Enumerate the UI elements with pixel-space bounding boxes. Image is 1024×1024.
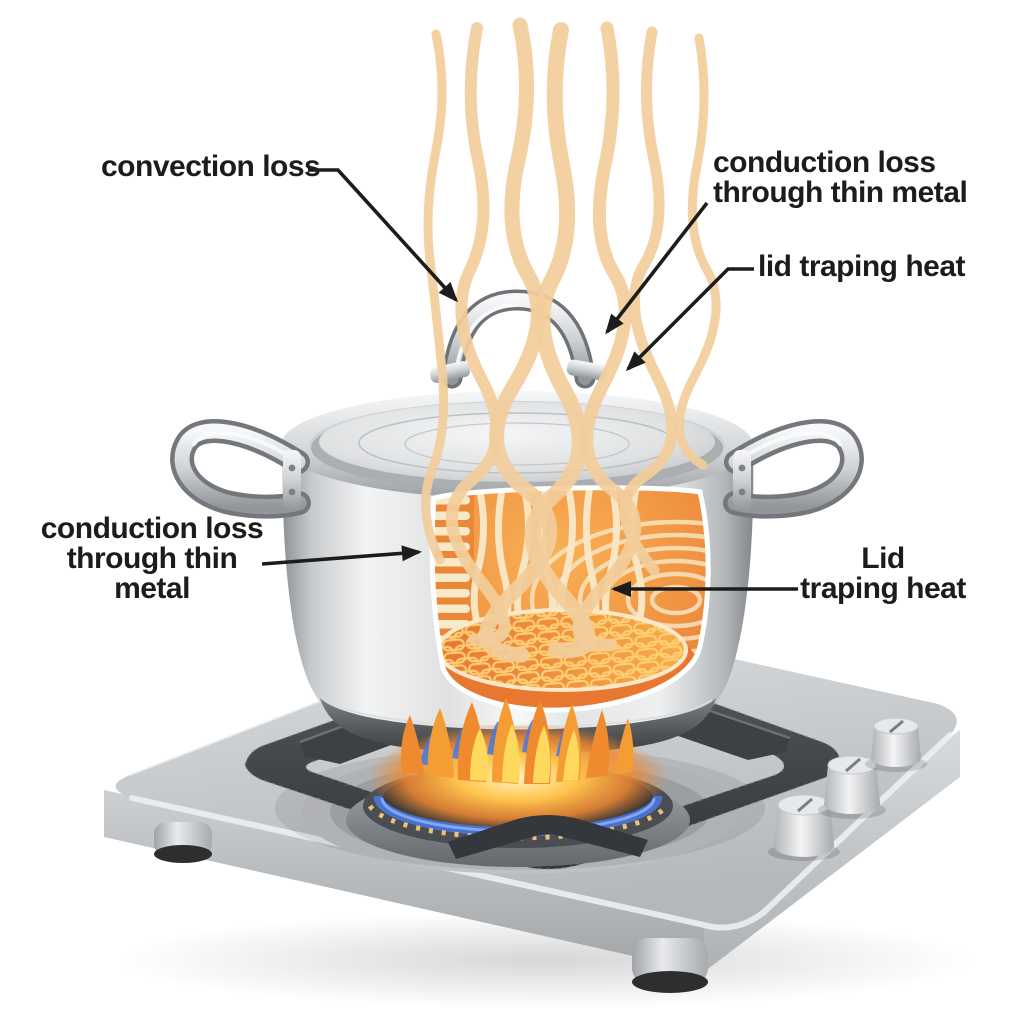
annotation-convection-loss: convection loss: [101, 150, 321, 183]
arrow-conduction-loss-top: [605, 201, 709, 335]
pot-lid-icon: [281, 391, 753, 499]
steam-waves-icon: [421, 17, 721, 663]
pot-side-handles-icon: [170, 419, 864, 519]
arrow-lid-trapping-top: [625, 267, 754, 372]
stock-pot-icon: [170, 289, 864, 753]
arrow-convection-loss: [308, 168, 459, 303]
ground-shadow: [115, 912, 975, 1008]
stove-foot: [154, 822, 212, 863]
annotation-lid-trapping-heat-right: Lid traping heat: [800, 542, 966, 605]
burner-knob: [865, 717, 927, 772]
annotation-conduction-loss-left: conduction loss through thin metal: [40, 512, 264, 605]
burner-knob: [768, 794, 840, 861]
annotation-lid-trapping-heat-top: lid traping heat: [758, 250, 966, 283]
annotation-conduction-loss-top: conduction loss through thin metal: [713, 146, 968, 209]
grate-front-bar: [448, 815, 648, 859]
leader-arrows: [261, 168, 798, 597]
orange-flames: [401, 698, 634, 784]
burner-knobs-icon: [768, 717, 927, 861]
burner-knob: [818, 755, 886, 819]
arrow-conduction-loss-left: [261, 545, 422, 566]
stove-foot: [632, 938, 708, 993]
